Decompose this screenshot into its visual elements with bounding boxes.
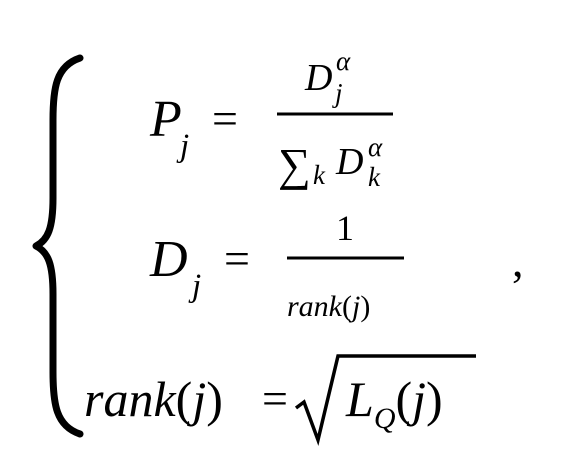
denominator-d-superscript: α <box>368 132 383 162</box>
rank-lhs-text: rank(j) <box>84 371 223 427</box>
radicand-text: LQ(j) <box>345 371 443 435</box>
row-probability: P j = D α j ∑ k D α k <box>149 46 393 192</box>
denominator-rank-text: rank(j) <box>287 290 370 323</box>
numerator-d-superscript: α <box>336 46 351 76</box>
left-brace <box>32 54 84 438</box>
summation-subscript: k <box>313 160 326 190</box>
p-subscript: j <box>176 128 189 164</box>
numerator-one: 1 <box>336 208 354 248</box>
d-symbol: D <box>149 231 188 288</box>
row-degree: D j = 1 rank(j) <box>149 208 404 323</box>
d-subscript: j <box>188 268 201 304</box>
equals-sign-3: = <box>262 373 288 424</box>
row-rank: rank(j) = LQ(j) <box>84 354 476 447</box>
denominator-d: D <box>335 141 363 183</box>
trailing-comma: , <box>512 235 524 286</box>
denominator-d-subscript: k <box>368 162 381 192</box>
square-root-sign <box>294 354 476 447</box>
summation-sign: ∑ <box>278 139 311 190</box>
p-symbol: P <box>149 91 182 148</box>
equals-sign-2: = <box>224 233 250 284</box>
numerator-d: D <box>304 57 332 99</box>
numerator-d-subscript: j <box>332 78 343 108</box>
equals-sign-1: = <box>212 93 238 144</box>
